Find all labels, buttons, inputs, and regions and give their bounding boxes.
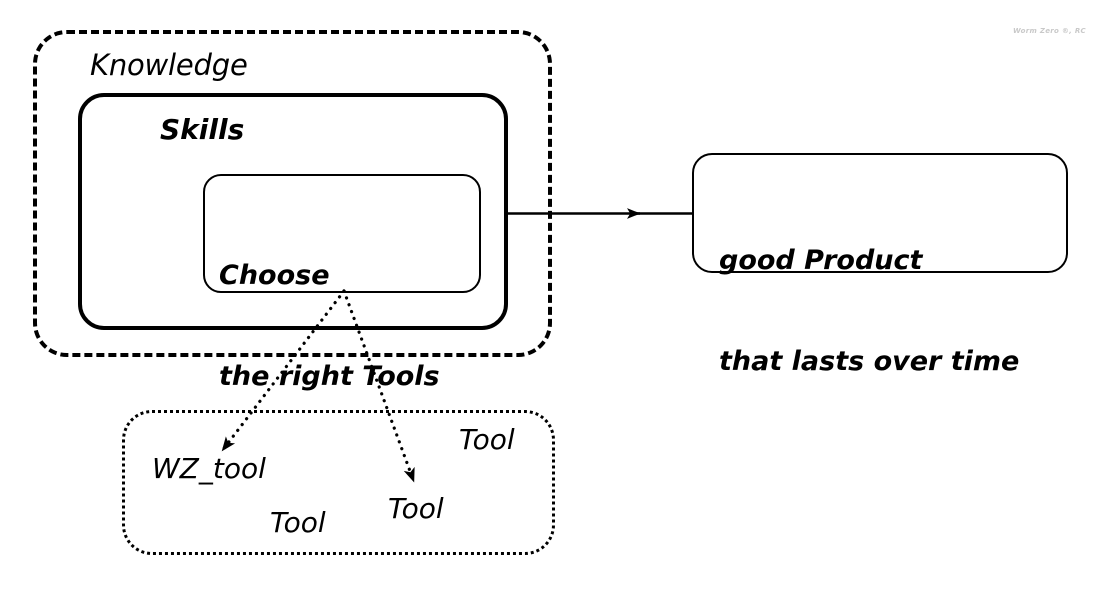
product-line-2: that lasts over time — [719, 345, 1020, 377]
knowledge-group-box[interactable] — [33, 30, 552, 357]
knowledge-group-label: Knowledge — [90, 48, 248, 82]
choose-right-tools-box[interactable] — [203, 174, 481, 293]
tool-item-2[interactable]: Tool — [388, 492, 444, 525]
skills-group-box[interactable] — [78, 93, 508, 330]
good-product-box[interactable] — [692, 153, 1068, 273]
product-line-1: good Product — [719, 244, 923, 276]
tools-group-box[interactable] — [122, 410, 555, 555]
connector-choose-to-tool — [342, 289, 416, 484]
tool-item-1[interactable]: Tool — [459, 423, 515, 456]
tool-item-3[interactable]: Tool — [270, 506, 326, 539]
choose-line-2: the right Tools — [219, 360, 440, 392]
skills-group-label: Skills — [160, 113, 245, 146]
watermark: Worm Zero ®, RC — [1013, 27, 1086, 35]
choose-right-tools-label: Choose the right Tools — [219, 191, 440, 461]
connector-choose-to-wz-tool — [220, 289, 346, 453]
good-product-label: good Product that lasts over time — [719, 176, 1019, 446]
choose-line-1: Choose — [219, 259, 330, 291]
tool-item-wz-tool[interactable]: WZ_tool — [152, 452, 266, 485]
